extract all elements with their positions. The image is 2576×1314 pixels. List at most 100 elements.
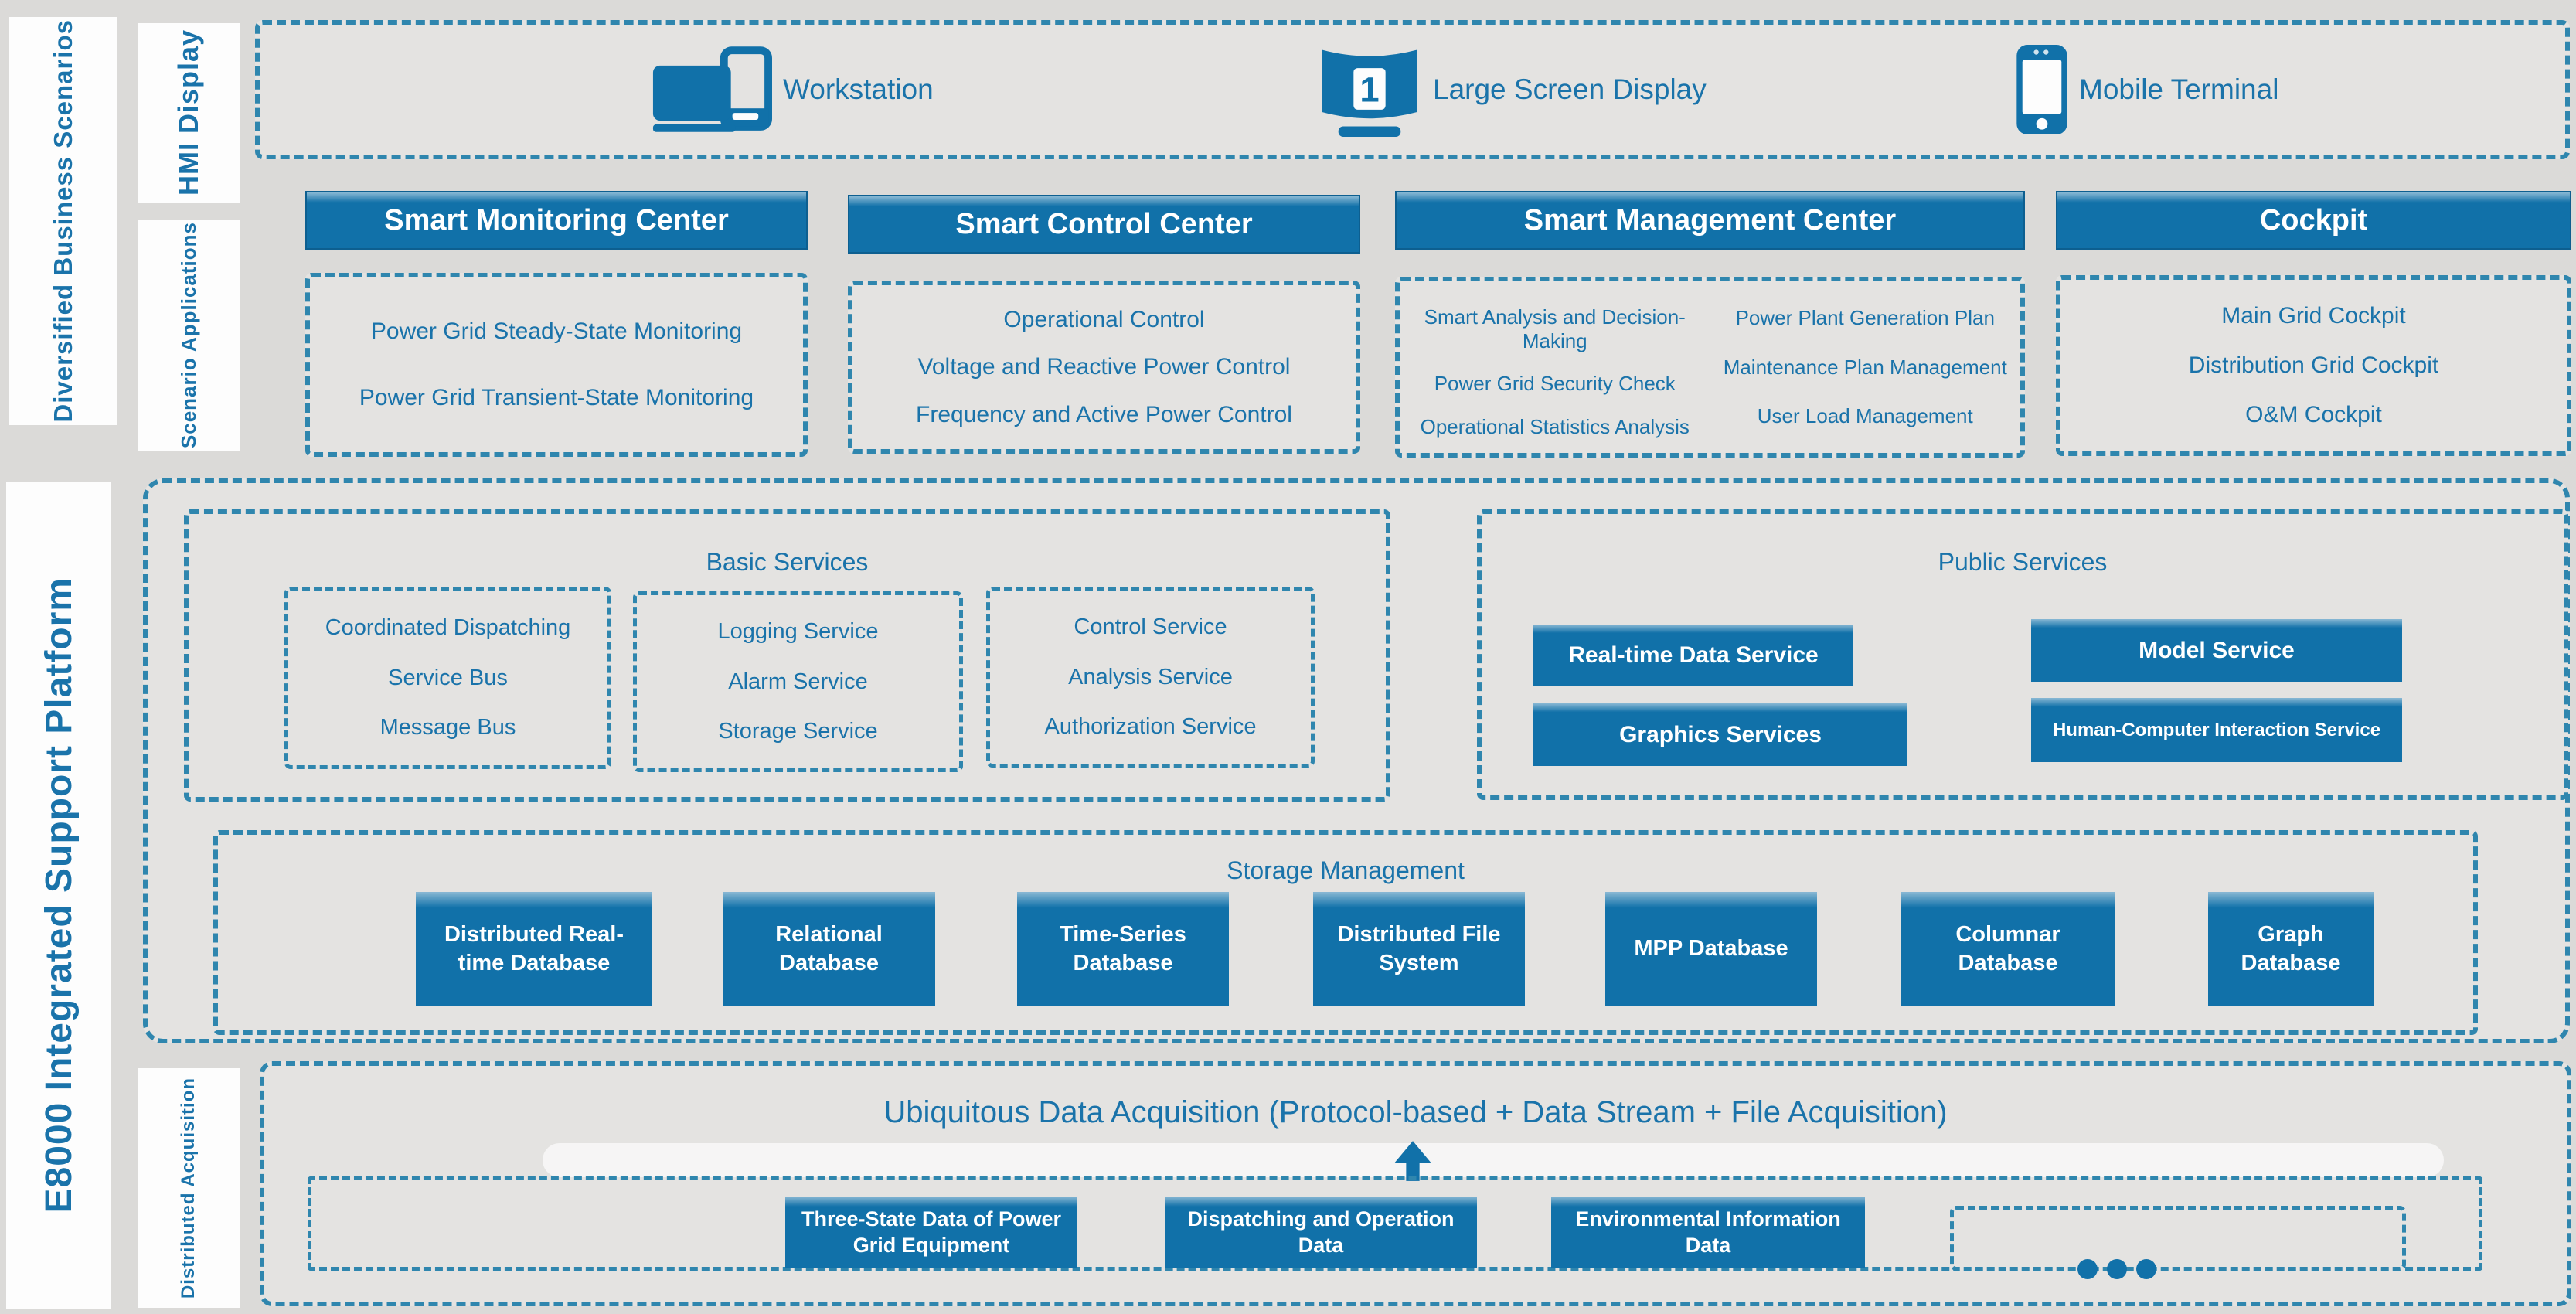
storage-db-graph: Graph Database bbox=[2208, 892, 2374, 1006]
smart-management-center-header: Smart Management Center bbox=[1395, 191, 2025, 250]
acquisition-dispatching-data: Dispatching and Operation Data bbox=[1165, 1197, 1477, 1268]
acquisition-data-label: Three-State Data of Power Grid Equipment bbox=[801, 1207, 1062, 1257]
smart-control-center-header: Smart Control Center bbox=[848, 195, 1360, 254]
smart-monitoring-center-box: Power Grid Steady-State Monitoring Power… bbox=[305, 273, 808, 457]
public-service-label: Real-time Data Service bbox=[1568, 642, 1819, 668]
smart-management-center-title: Smart Management Center bbox=[1523, 203, 1897, 237]
public-service-hci: Human-Computer Interaction Service bbox=[2031, 698, 2402, 762]
scenario-item: Operational Control bbox=[1003, 306, 1205, 332]
storage-db-columnar: Columnar Database bbox=[1901, 892, 2115, 1006]
scenario-item: Frequency and Active Power Control bbox=[916, 401, 1292, 427]
mobile-terminal-label: Mobile Terminal bbox=[2079, 73, 2279, 105]
storage-db-label: Relational Database bbox=[775, 922, 883, 975]
storage-db-mpp: MPP Database bbox=[1605, 892, 1817, 1006]
scenario-item: Power Grid Transient-State Monitoring bbox=[359, 385, 754, 411]
acquisition-data-label: Environmental Information Data bbox=[1575, 1207, 1841, 1257]
service-item: Message Bus bbox=[379, 715, 516, 740]
large-screen-display-label: Large Screen Display bbox=[1433, 73, 1707, 105]
scenario-item: Power Grid Steady-State Monitoring bbox=[370, 318, 743, 344]
service-item: Analysis Service bbox=[1068, 664, 1233, 689]
ellipsis-dots-icon bbox=[2077, 1259, 2156, 1279]
workstation-label: Workstation bbox=[783, 73, 934, 105]
public-service-label: Graphics Services bbox=[1619, 721, 1822, 747]
public-service-graphics: Graphics Services bbox=[1533, 703, 1907, 766]
storage-db-relational: Relational Database bbox=[723, 892, 935, 1006]
scenario-item: O&M Cockpit bbox=[2245, 402, 2382, 427]
storage-db-distributed-realtime: Distributed Real-time Database bbox=[416, 892, 652, 1006]
acquisition-highlight-strip bbox=[543, 1143, 2444, 1177]
scenario-item: Power Grid Security Check bbox=[1434, 372, 1676, 395]
service-item: Control Service bbox=[1074, 614, 1227, 640]
smart-control-center-box: Operational Control Voltage and Reactive… bbox=[848, 281, 1360, 454]
rail-diversified-business-scenarios: Diversified Business Scenarios bbox=[9, 17, 117, 425]
public-service-label: Model Service bbox=[2139, 637, 2295, 663]
service-item: Logging Service bbox=[717, 619, 879, 645]
acquisition-panel: Ubiquitous Data Acquisition (Protocol-ba… bbox=[260, 1061, 2571, 1306]
cockpit-box: Main Grid Cockpit Distribution Grid Cock… bbox=[2056, 275, 2571, 456]
cockpit-header: Cockpit bbox=[2056, 191, 2571, 250]
up-arrow-icon bbox=[1394, 1141, 1431, 1181]
scenario-item: Voltage and Reactive Power Control bbox=[917, 354, 1291, 380]
scenario-item: Maintenance Plan Management bbox=[1723, 355, 2007, 379]
mobile-terminal-item: Mobile Terminal bbox=[2016, 25, 2278, 155]
smart-monitoring-center-title: Smart Monitoring Center bbox=[384, 203, 729, 237]
smart-management-center-box: Smart Analysis and Decision-Making Power… bbox=[1395, 277, 2025, 458]
rail-acquisition-label: Distributed Acquisition bbox=[178, 1077, 199, 1299]
storage-distributed-file-system: Distributed File System bbox=[1313, 892, 1525, 1006]
workstation-icon bbox=[652, 46, 772, 132]
hmi-display-panel: Workstation 1 Large Screen Display Mobil… bbox=[255, 20, 2570, 159]
rail-e8000-label: E8000 Integrated Support Platform bbox=[38, 577, 80, 1214]
rail-distributed-acquisition: Distributed Acquisition bbox=[138, 1068, 240, 1308]
workstation-item: Workstation bbox=[650, 25, 934, 155]
storage-db-label: Time-Series Database bbox=[1060, 922, 1186, 975]
rail-scenario-label: Scenario Applications bbox=[176, 222, 200, 449]
acquisition-title: Ubiquitous Data Acquisition (Protocol-ba… bbox=[883, 1095, 1948, 1129]
service-item: Alarm Service bbox=[728, 669, 868, 694]
rail-hmi-display: HMI Display bbox=[138, 23, 240, 203]
rail-scenario-applications: Scenario Applications bbox=[138, 220, 240, 451]
public-services-title: Public Services bbox=[1938, 548, 2108, 576]
public-service-realtime-data: Real-time Data Service bbox=[1533, 625, 1853, 686]
large-screen-display-item: 1 Large Screen Display bbox=[1317, 25, 1707, 155]
storage-db-label: Columnar Database bbox=[1955, 922, 2060, 975]
smart-control-center-title: Smart Control Center bbox=[955, 207, 1253, 240]
mobile-terminal-icon bbox=[2016, 45, 2067, 134]
large-screen-display-icon: 1 bbox=[1322, 49, 1417, 137]
scenario-item: Smart Analysis and Decision-Making bbox=[1424, 305, 1686, 352]
storage-db-label: MPP Database bbox=[1634, 936, 1788, 962]
platform-panel: Basic Services Coordinated Dispatching S… bbox=[143, 478, 2570, 1043]
scenario-item: Power Plant Generation Plan bbox=[1735, 306, 1995, 330]
cockpit-title: Cockpit bbox=[2259, 203, 2368, 237]
public-service-model: Model Service bbox=[2031, 619, 2402, 682]
service-item: Coordinated Dispatching bbox=[325, 614, 571, 640]
public-service-label: Human-Computer Interaction Service bbox=[2052, 719, 2381, 740]
storage-db-label: Distributed File System bbox=[1337, 922, 1501, 975]
basic-services-group-bus: Coordinated Dispatching Service Bus Mess… bbox=[284, 587, 611, 769]
storage-management-title: Storage Management bbox=[1227, 856, 1465, 884]
public-services-box: Public Services Real-time Data Service M… bbox=[1477, 509, 2568, 800]
svg-text:1: 1 bbox=[1359, 70, 1379, 110]
storage-db-label: Graph Database bbox=[2241, 922, 2341, 975]
rail-e8000-platform: E8000 Integrated Support Platform bbox=[6, 482, 111, 1309]
service-item: Authorization Service bbox=[1044, 713, 1257, 739]
basic-services-title: Basic Services bbox=[706, 548, 869, 576]
rail-hmi-label: HMI Display bbox=[172, 29, 204, 196]
scenario-item: Operational Statistics Analysis bbox=[1420, 414, 1690, 438]
service-item: Storage Service bbox=[718, 718, 878, 744]
scenario-item: Distribution Grid Cockpit bbox=[2188, 352, 2439, 378]
rail-diversified-label: Diversified Business Scenarios bbox=[49, 19, 77, 423]
acquisition-three-state-data: Three-State Data of Power Grid Equipment bbox=[785, 1197, 1077, 1268]
storage-db-time-series: Time-Series Database bbox=[1017, 892, 1229, 1006]
basic-services-group-control: Control Service Analysis Service Authori… bbox=[986, 587, 1315, 768]
acquisition-data-box bbox=[308, 1176, 2482, 1271]
scenario-item: Main Grid Cockpit bbox=[2221, 303, 2406, 328]
storage-management-box: Storage Management Distributed Real-time… bbox=[213, 830, 2478, 1035]
acquisition-environmental-data: Environmental Information Data bbox=[1551, 1197, 1865, 1268]
scenario-item: User Load Management bbox=[1757, 403, 1973, 427]
basic-services-box: Basic Services Coordinated Dispatching S… bbox=[184, 509, 1390, 802]
service-item: Service Bus bbox=[388, 665, 508, 690]
storage-db-label: Distributed Real-time Database bbox=[444, 922, 624, 975]
acquisition-data-label: Dispatching and Operation Data bbox=[1187, 1207, 1455, 1257]
smart-monitoring-center-header: Smart Monitoring Center bbox=[305, 191, 808, 250]
